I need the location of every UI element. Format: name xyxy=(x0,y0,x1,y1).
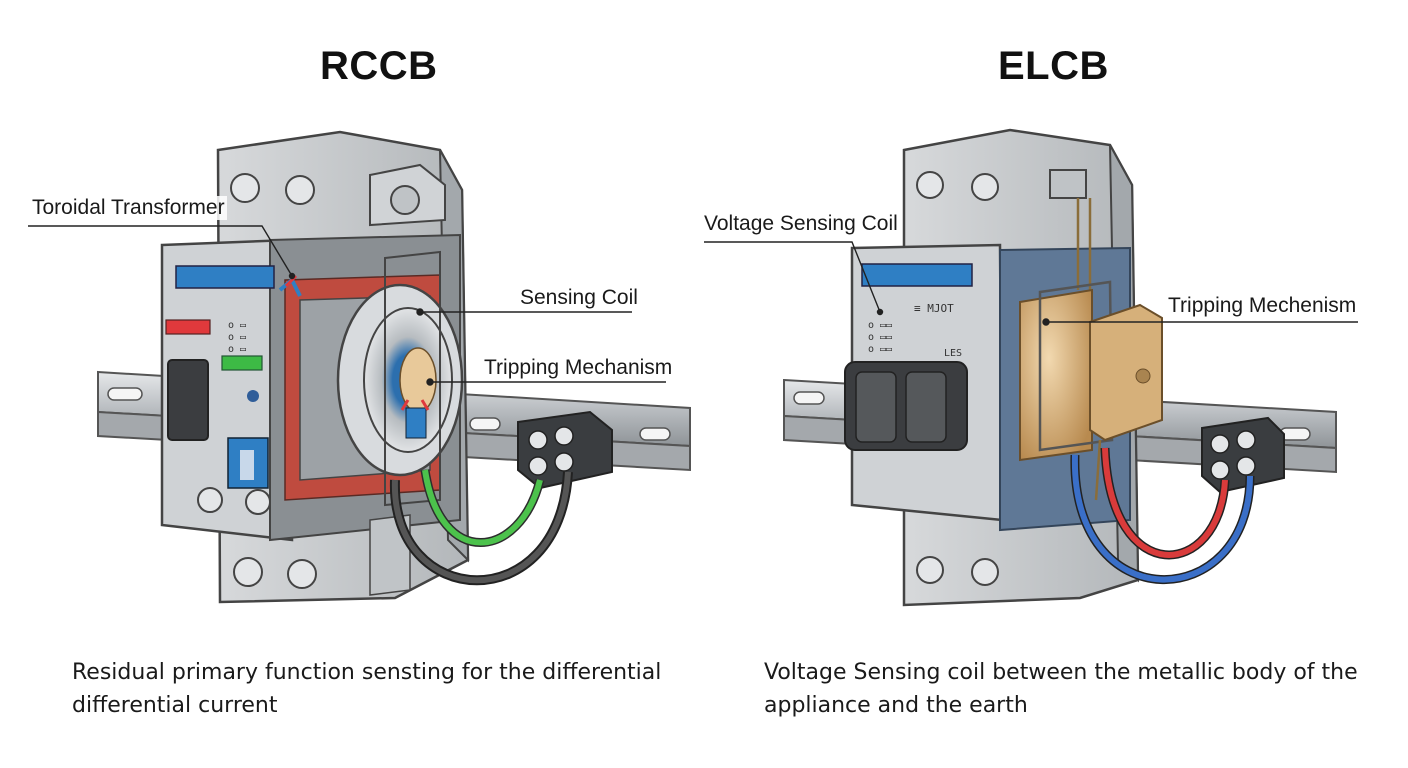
label-elcb-tripping-mechanism: Tripping Mechenism xyxy=(1166,294,1359,318)
rccb-wires xyxy=(389,469,573,586)
label-toroidal-transformer: Toroidal Transformer xyxy=(30,196,227,220)
elcb-caption-line-2: appliance and the earth xyxy=(764,693,1028,718)
rccb-caption-line-2: differential current xyxy=(72,693,278,718)
elcb-title: ELCB xyxy=(998,44,1109,88)
elcb-caption-line-1: Voltage Sensing coil between the metalli… xyxy=(764,660,1358,685)
svg-text:o ▭▭: o ▭▭ xyxy=(868,320,892,331)
rccb-leader-lines xyxy=(28,225,666,386)
rccb-caption: Residual primary function sensting for t… xyxy=(72,656,672,722)
label-sensing-coil: Sensing Coil xyxy=(518,286,640,310)
rccb-terminal-block xyxy=(517,410,613,490)
svg-text:o ▭: o ▭ xyxy=(228,332,246,343)
label-voltage-sensing-coil: Voltage Sensing Coil xyxy=(702,212,900,236)
elcb-caption: Voltage Sensing coil between the metalli… xyxy=(764,656,1384,722)
rccb-caption-line-1: Residual primary function sensting for t… xyxy=(72,660,662,685)
elcb-body-text-2: LES xyxy=(944,348,962,359)
elcb-terminal-block xyxy=(1201,416,1285,494)
elcb-wires xyxy=(1070,447,1255,585)
svg-text:o ▭: o ▭ xyxy=(228,320,246,331)
elcb-voltage-coil xyxy=(1019,280,1163,501)
svg-text:o ▭▭: o ▭▭ xyxy=(868,332,892,343)
rccb-title: RCCB xyxy=(320,44,438,88)
elcb-leader-lines xyxy=(704,241,1358,326)
elcb-body-text-1: ≡ MJOT xyxy=(914,302,954,315)
svg-text:o ▭▭: o ▭▭ xyxy=(868,344,892,355)
label-rccb-tripping-mechanism: Tripping Mechanism xyxy=(482,356,675,380)
rccb-toroidal-coil xyxy=(278,250,464,507)
svg-text:o ▭: o ▭ xyxy=(228,344,246,355)
